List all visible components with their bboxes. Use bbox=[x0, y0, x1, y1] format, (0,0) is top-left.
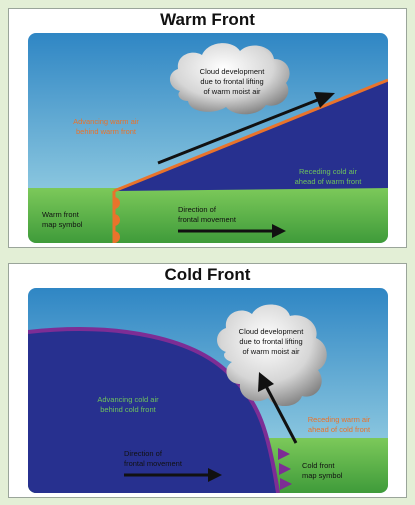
ground bbox=[28, 188, 388, 243]
lifting-arrow bbox=[264, 385, 298, 444]
cold-front-title: Cold Front bbox=[164, 265, 251, 284]
warm-front-diagram: Cloud development due to frontal lifting… bbox=[28, 33, 388, 243]
lifting-arrow-head-icon bbox=[258, 372, 274, 392]
cold-air-label-2: ahead of warm front bbox=[295, 177, 363, 186]
cloud-icon bbox=[169, 43, 290, 115]
cold-air-mass bbox=[28, 329, 278, 493]
warm-front-symbol-icon bbox=[114, 197, 120, 243]
warm-air-label-1: Advancing warm air bbox=[73, 117, 139, 126]
warm-front-title: Warm Front bbox=[160, 10, 255, 29]
cold-front-symbol-icon bbox=[280, 478, 292, 490]
warm-symbol-label-2: map symbol bbox=[42, 220, 83, 229]
cold-front-symbol-icon bbox=[278, 448, 290, 460]
warm-movement-label-2: frontal movement bbox=[178, 215, 237, 224]
cold-air-label-1: Advancing cold air bbox=[97, 395, 159, 404]
warm-front-boundary bbox=[113, 78, 388, 193]
warm-front-panel: Warm Front bbox=[8, 8, 407, 248]
cold-front-boundary bbox=[28, 327, 280, 493]
warm-cloud-label-3: of warm moist air bbox=[203, 87, 261, 96]
cold-cloud-label-3: of warm moist air bbox=[242, 347, 300, 356]
cold-movement-label-2: frontal movement bbox=[124, 459, 183, 468]
warm-cloud-label-2: due to frontal lifting bbox=[200, 77, 263, 86]
warm-air-label-1: Receding warm air bbox=[308, 415, 371, 424]
warm-symbol-label-1: Warm front bbox=[42, 210, 80, 219]
cold-movement-arrow-head-icon bbox=[208, 468, 222, 482]
cold-front-symbol-icon bbox=[279, 463, 291, 475]
cold-cloud-label-2: due to frontal lifting bbox=[239, 337, 302, 346]
lifting-arrow bbox=[157, 97, 321, 165]
cold-front-diagram: Cloud development due to frontal lifting… bbox=[28, 288, 388, 493]
cold-movement-label-1: Direction of bbox=[124, 449, 163, 458]
cold-symbol-label-1: Cold front bbox=[302, 461, 335, 470]
cloud-icon bbox=[217, 304, 327, 407]
warm-cloud-label-1: Cloud development bbox=[200, 67, 266, 76]
cold-front-panel: Cold Front bbox=[8, 263, 407, 498]
warm-air-label-2: ahead of cold front bbox=[308, 425, 371, 434]
cold-air-label-1: Receding cold air bbox=[299, 167, 357, 176]
cold-air-label-2: behind cold front bbox=[100, 405, 156, 414]
warm-movement-arrow-head-icon bbox=[272, 224, 286, 238]
warm-movement-label-1: Direction of bbox=[178, 205, 217, 214]
cold-symbol-label-2: map symbol bbox=[302, 471, 343, 480]
cold-cloud-label-1: Cloud development bbox=[239, 327, 305, 336]
lifting-arrow-head-icon bbox=[314, 92, 335, 108]
warm-air-label-2: behind warm front bbox=[76, 127, 137, 136]
